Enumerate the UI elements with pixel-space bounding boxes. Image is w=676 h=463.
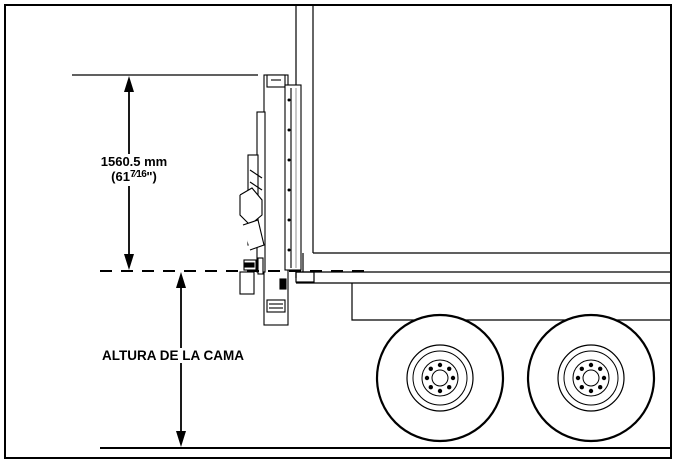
- dimension-imperial: (617⁄16"): [78, 169, 190, 186]
- dimension-imperial-whole: (61: [111, 169, 130, 184]
- frame-border: [4, 4, 672, 459]
- truck-box: [295, 5, 671, 284]
- rear-wheel: [375, 313, 505, 443]
- arrow-head-up: [124, 76, 134, 92]
- liftgate: [239, 74, 302, 326]
- dimension-fraction-slash: ⁄: [135, 169, 137, 180]
- bed-arrow-head-down: [176, 431, 186, 447]
- bed-height-label: ALTURA DE LA CAMA: [100, 348, 246, 363]
- dimension-fraction-numerator: 7: [129, 169, 136, 180]
- dimension-fraction-denominator: 16: [136, 169, 147, 180]
- bed-arrow-head-up: [176, 272, 186, 288]
- dimension-metric: 1560.5 mm: [100, 154, 168, 169]
- front-wheel: [526, 313, 656, 443]
- dimension-imperial-close: "): [146, 169, 157, 184]
- arrow-head-down: [124, 254, 134, 270]
- dimension-label: 1560.5 mm (617⁄16"): [78, 154, 190, 186]
- frame-rail: [351, 283, 671, 321]
